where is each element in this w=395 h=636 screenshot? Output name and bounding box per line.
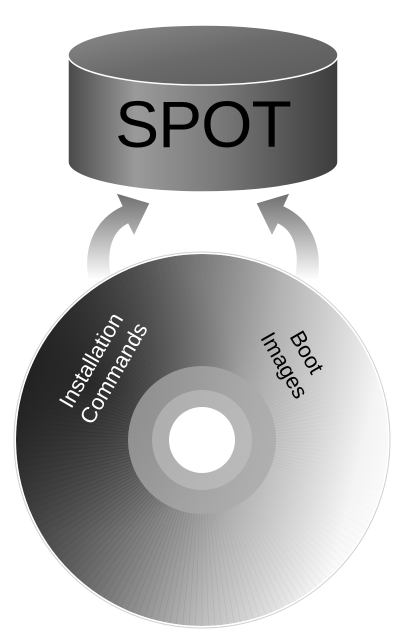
disc [14,252,390,628]
spot-label: SPOT [115,87,291,161]
cylinder-top [68,25,338,85]
disc-hole [169,407,235,473]
spot-cylinder: SPOT [68,25,338,192]
